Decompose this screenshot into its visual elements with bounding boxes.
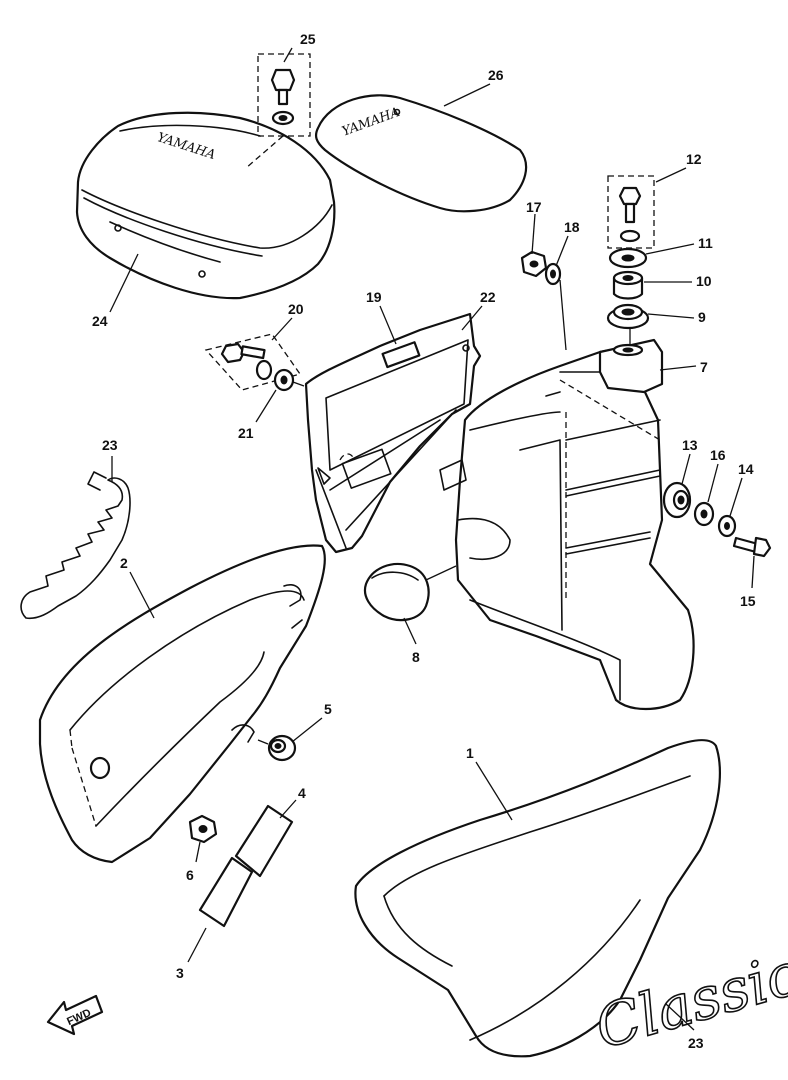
callout-11: 11 (698, 235, 713, 251)
part-11-washer (608, 247, 648, 269)
part-25-screw (245, 53, 311, 169)
part-2-side-cover-left (38, 544, 326, 864)
callout-17: 17 (526, 199, 542, 215)
part-20-bolt (204, 333, 302, 391)
callout-21: 21 (238, 425, 254, 441)
part-10-collar (612, 270, 644, 300)
callout-numbers: 25 26 12 17 18 11 10 9 7 24 20 19 22 21 … (92, 31, 756, 1051)
callout-3: 3 (176, 965, 184, 981)
leader-lines (109, 47, 755, 1031)
callout-25: 25 (300, 31, 316, 47)
part-23-decal-strip (20, 471, 131, 620)
callout-4: 4 (298, 785, 306, 801)
callout-7: 7 (700, 359, 708, 375)
part-21-collar (273, 368, 305, 392)
part-13-grommet (662, 481, 692, 519)
callout-5: 5 (324, 701, 332, 717)
callout-10: 10 (696, 273, 712, 289)
part-14-washer (717, 514, 737, 538)
callout-26: 26 (488, 67, 504, 83)
part-6-nut (188, 814, 218, 844)
callout-16: 16 (710, 447, 726, 463)
callout-2: 2 (120, 555, 128, 571)
callout-22: 22 (480, 289, 496, 305)
callout-9: 9 (698, 309, 706, 325)
part-15-bolt (732, 536, 772, 558)
part-4-plate (234, 804, 294, 878)
callout-12: 12 (686, 151, 702, 167)
part-12-screw (607, 175, 655, 249)
part-24-toolbox-cover: YAMAHA (75, 111, 336, 300)
fwd-arrow-icon: FWD (46, 994, 104, 1036)
callout-19: 19 (366, 289, 382, 305)
callout-20: 20 (288, 301, 304, 317)
part-22-battery-box (304, 312, 482, 554)
part-1-side-cover-right (354, 739, 721, 1058)
part-3-plate (198, 856, 254, 928)
part-18-washer (544, 262, 562, 286)
callout-15: 15 (740, 593, 756, 609)
callout-1: 1 (466, 745, 474, 761)
callout-14: 14 (738, 461, 754, 477)
callout-6: 6 (186, 867, 194, 883)
part-8-cap (363, 562, 457, 622)
callout-23-strip: 23 (102, 437, 118, 453)
callout-8: 8 (412, 649, 420, 665)
part-16-collar (693, 501, 715, 527)
part-5-grommet (257, 734, 297, 762)
part-9-grommet (606, 303, 650, 330)
callout-23-emblem: 23 (688, 1035, 704, 1051)
part-7-oil-tank (439, 338, 695, 710)
callout-24: 24 (92, 313, 108, 329)
callout-13: 13 (682, 437, 698, 453)
callout-18: 18 (564, 219, 580, 235)
part-17-nut (520, 250, 548, 278)
part-26-seat-pad: YAMAHA (314, 94, 528, 213)
